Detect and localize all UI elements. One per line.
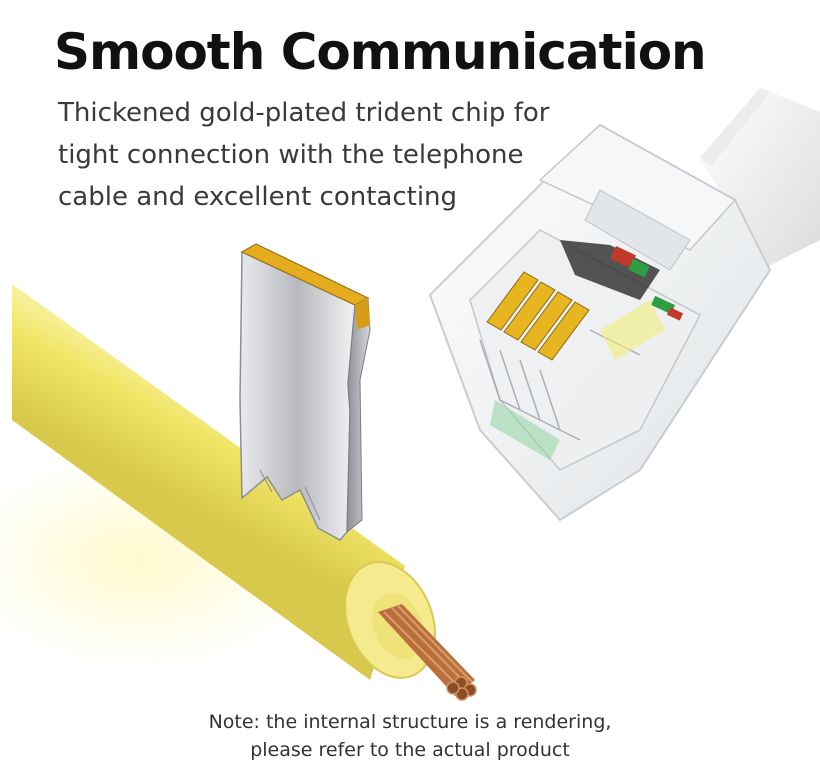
description-line: cable and excellent contacting: [58, 182, 458, 212]
copper-wire: [378, 604, 477, 701]
description-line: tight connection with the telephone: [58, 140, 524, 170]
note-line: Note: the internal structure is a render…: [208, 711, 612, 733]
disclaimer-note: Note: the internal structure is a render…: [0, 708, 820, 764]
description-line: Thickened gold-plated trident chip for: [58, 98, 550, 128]
white-cable: [700, 88, 820, 268]
feature-description: Thickened gold-plated trident chip for t…: [58, 92, 598, 218]
rj11-plug: [428, 123, 772, 522]
gold-contact-pins: [486, 271, 590, 361]
note-line: please refer to the actual product: [250, 739, 570, 761]
trident-chip: [239, 243, 371, 541]
headline: Smooth Communication: [54, 23, 707, 81]
